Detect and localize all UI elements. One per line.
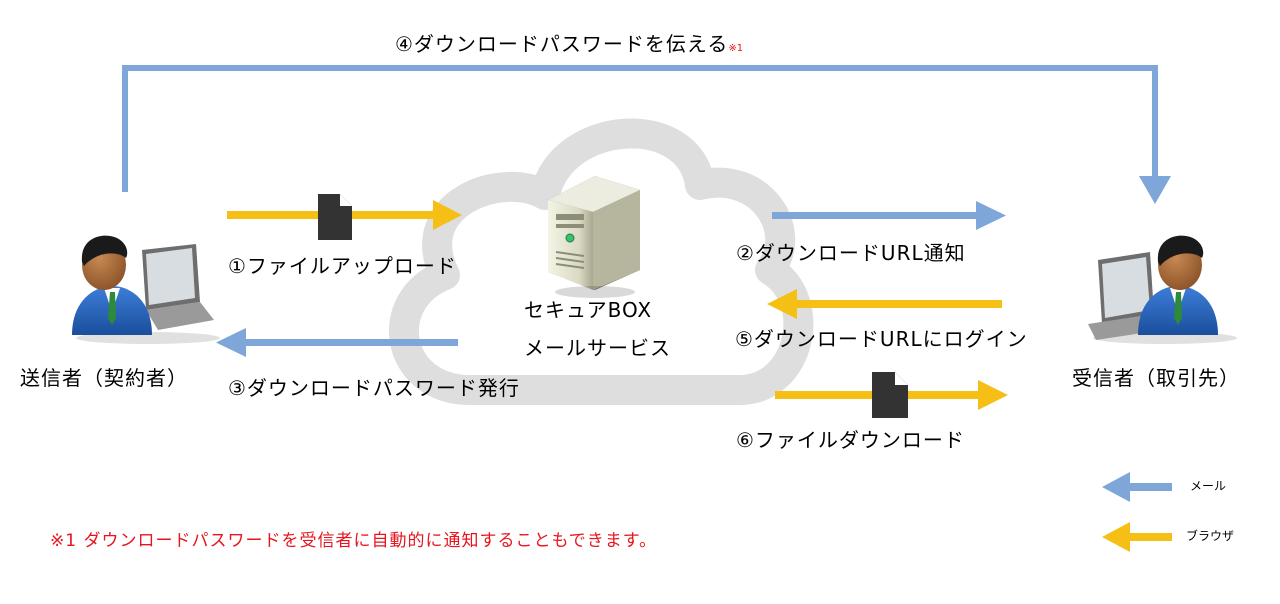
footnote-text: ※1 ダウンロードパスワードを受信者に自動的に通知することもできます。 [50, 531, 658, 551]
step3-label: ③ダウンロードパスワード発行 [228, 376, 520, 400]
cloud-shape [388, 118, 814, 405]
receiver-user-icon [1088, 235, 1237, 344]
service-name-line2: メールサービス [524, 336, 671, 360]
step2-label: ②ダウンロードURL通知 [736, 241, 966, 265]
sender-user-icon [72, 235, 220, 344]
arrow-step4 [122, 65, 1171, 204]
document-icon-upload [318, 194, 352, 240]
server-icon [548, 176, 640, 298]
step6-label: ⑥ファイルダウンロード [736, 428, 965, 452]
legend-browser-arrow [1102, 522, 1172, 552]
step4-label: ④ダウンロードパスワードを伝える※1 [395, 32, 744, 56]
legend-mail-label: メール [1190, 479, 1227, 493]
arrow-step2 [772, 201, 1006, 230]
receiver-label: 受信者（取引先） [1072, 366, 1240, 390]
document-icon-download [872, 372, 908, 418]
step1-label: ①ファイルアップロード [228, 254, 457, 278]
step4-footnote-mark: ※1 [728, 43, 744, 54]
service-name-line1: セキュアBOX [524, 298, 653, 322]
arrow-step5 [767, 289, 1002, 319]
legend-mail-arrow [1102, 472, 1172, 502]
step5-label: ⑤ダウンロードURLにログイン [735, 327, 1028, 351]
sender-label: 送信者（契約者） [20, 366, 188, 390]
arrow-step3 [216, 328, 458, 357]
legend-browser-label: ブラウザ [1186, 529, 1235, 543]
